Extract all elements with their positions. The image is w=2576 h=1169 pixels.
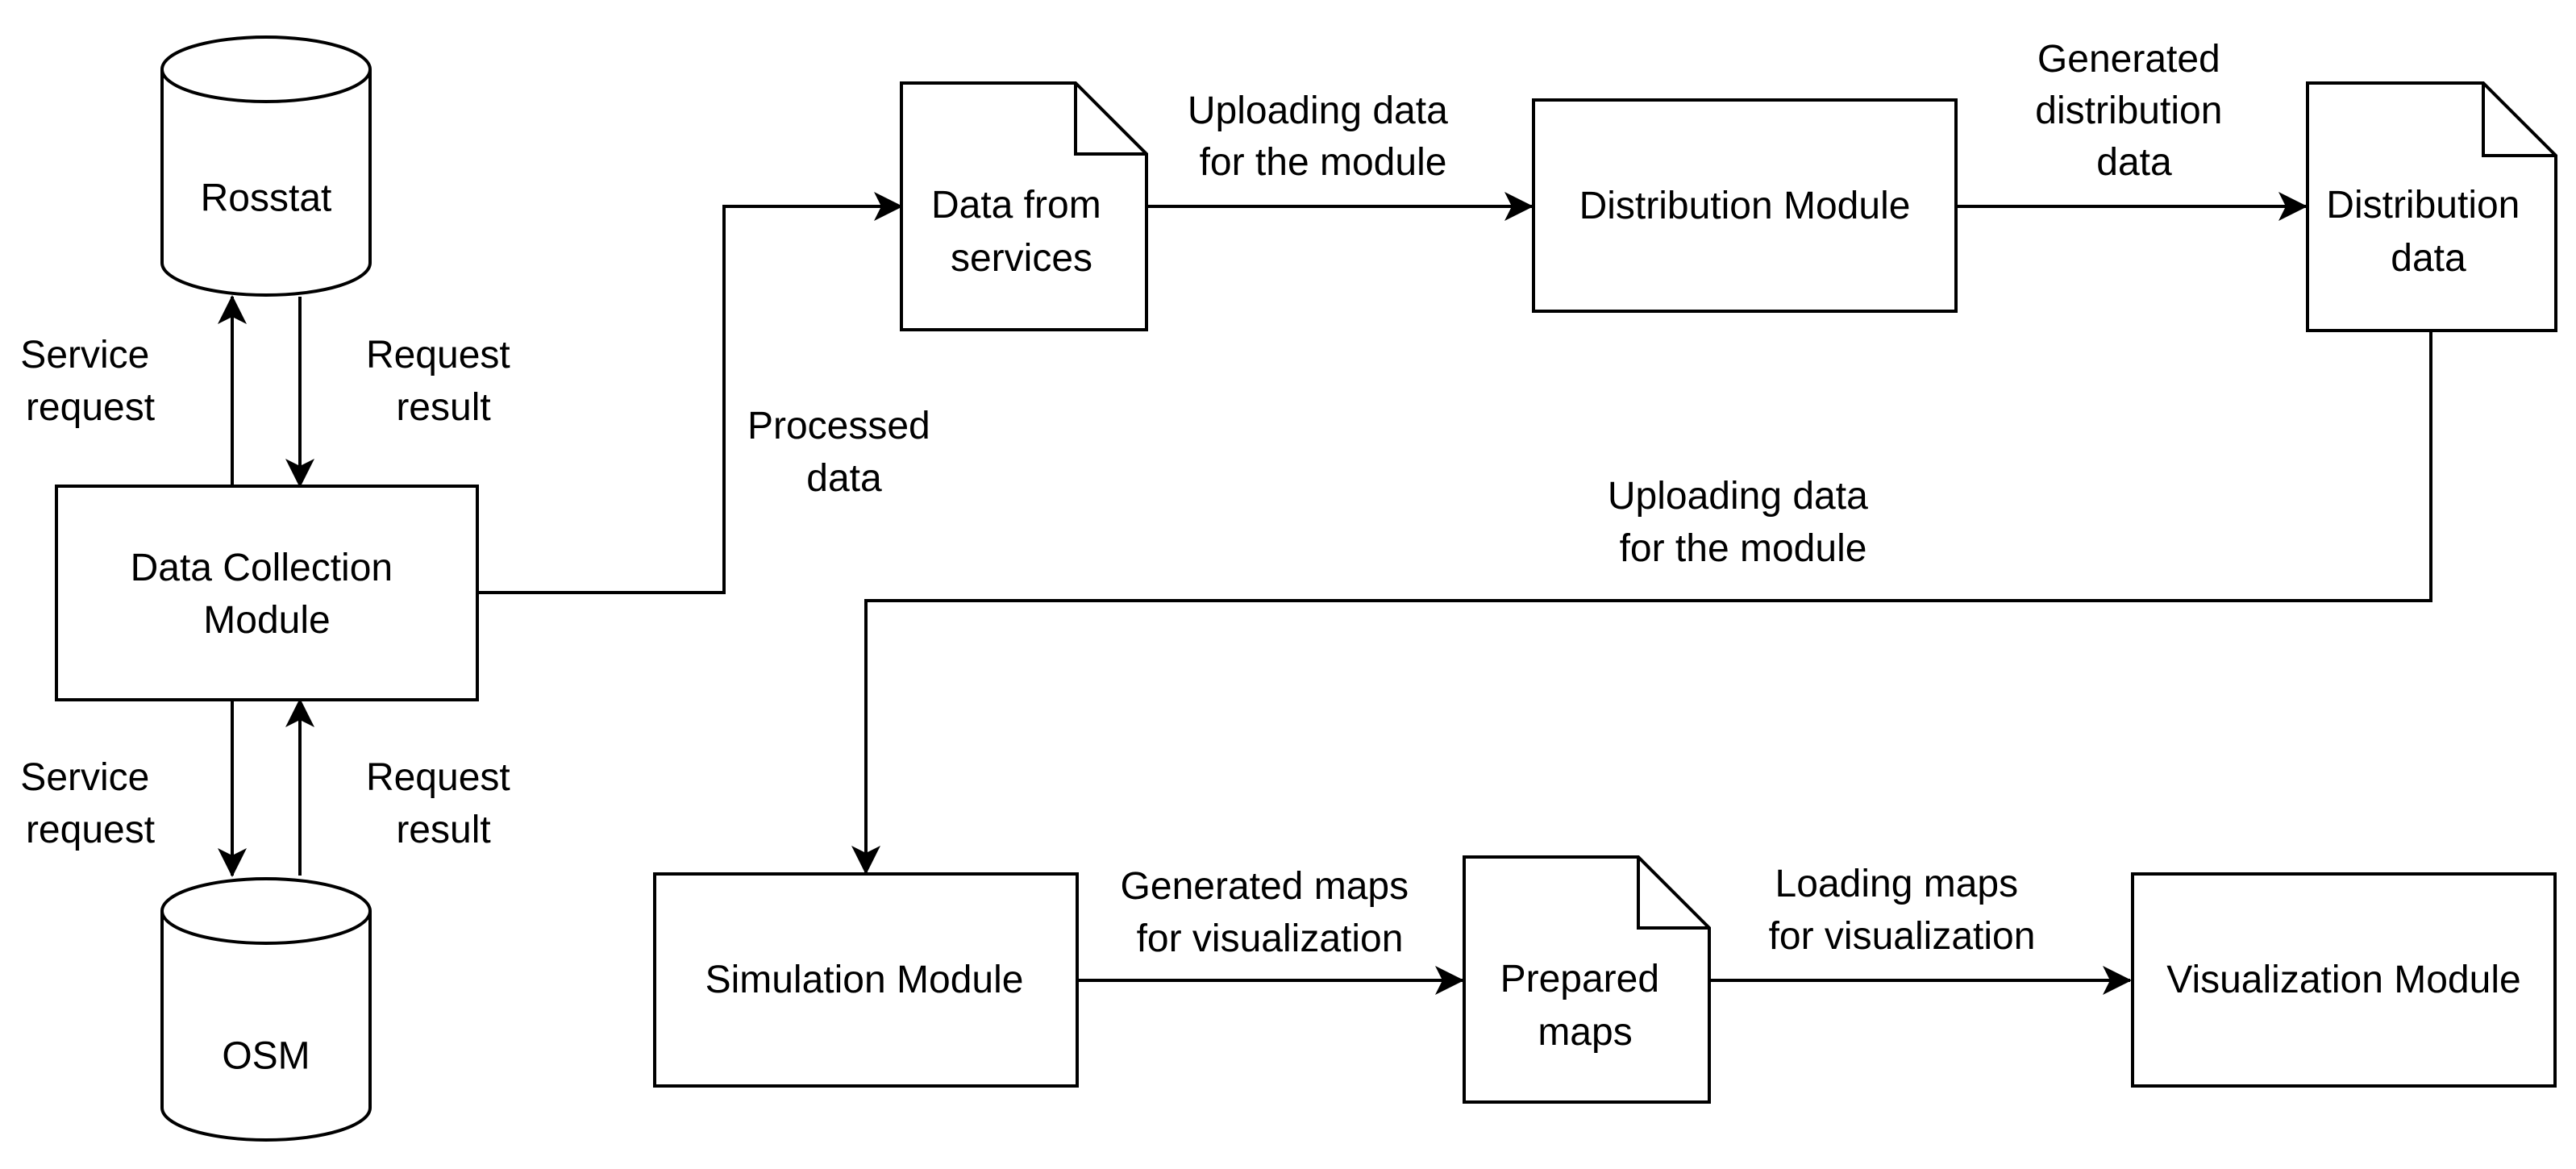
generated-distribution-line-3: data: [2096, 141, 2172, 184]
edge-labels: Service request Request result Service r…: [20, 38, 2233, 960]
visualization-module-label: Visualization Module: [2166, 959, 2520, 1001]
svg-text:Uploading data for the m: Uploading data for the module: [1608, 475, 1879, 570]
svg-text:Uploading data for the m: Uploading data for the module: [1188, 89, 1459, 184]
arrow-uploading-data-simulation: [851, 331, 2432, 875]
request-result-top-line-2: result: [396, 386, 490, 429]
prepared-maps-label-line-2: maps: [1538, 1011, 1632, 1054]
processed-data-line-2: data: [806, 457, 882, 500]
svg-text:Prepared maps: Prepared maps: [1500, 958, 1671, 1054]
rosstat-label: Rosstat: [201, 177, 332, 220]
uploading-data-top-line-2: for the module: [1200, 141, 1447, 184]
distribution-data-document-node: Distribution data: [2306, 81, 2557, 332]
osm-label: OSM: [222, 1035, 310, 1078]
svg-text:Generated distribution: Generated distribution data: [2035, 38, 2233, 184]
arrow-processed-data: [477, 192, 903, 594]
rosstat-database-node: Rosstat: [160, 35, 372, 297]
svg-text:Data from services: Data from services: [931, 184, 1112, 280]
loading-maps-line-2: for visualization: [1769, 915, 2036, 958]
uploading-data-middle-line-1: Uploading data: [1608, 475, 1868, 518]
generated-maps-line-2: for visualization: [1137, 917, 1404, 960]
request-result-top-line-1: Request: [366, 334, 510, 376]
request-result-bottom-line-1: Request: [366, 756, 510, 799]
data-collection-module-node: Data Collection Module: [55, 485, 479, 701]
data-from-services-label-line-2: services: [951, 237, 1092, 280]
prepared-maps-document-node: Prepared maps: [1463, 855, 1711, 1104]
svg-text:Distribution data: Distribution data: [2326, 184, 2530, 280]
service-request-top-line-2: request: [26, 386, 155, 429]
visualization-module-node: Visualization Module: [2131, 872, 2557, 1088]
data-collection-label-line-2: Module: [203, 599, 330, 642]
svg-text:Generated maps for visua: Generated maps for visualization: [1121, 865, 1420, 960]
data-collection-label-line-1: Data Collection: [131, 547, 393, 589]
simulation-module-node: Simulation Module: [653, 872, 1079, 1088]
prepared-maps-label-line-1: Prepared: [1500, 958, 1659, 1001]
svg-text:Service request: Service request: [20, 334, 160, 429]
request-result-bottom-line-2: result: [396, 809, 490, 851]
service-request-bottom-line-2: request: [26, 809, 155, 851]
data-from-services-document-node: Data from services: [900, 81, 1148, 331]
distribution-module-label: Distribution Module: [1579, 185, 1911, 227]
osm-database-node: OSM: [160, 877, 372, 1142]
svg-text:Request result: Request result: [366, 334, 521, 429]
svg-text:Request result: Request result: [366, 756, 521, 851]
uploading-data-middle-line-2: for the module: [1620, 527, 1867, 570]
generated-distribution-line-1: Generated: [2037, 38, 2220, 81]
generated-maps-line-1: Generated maps: [1121, 865, 1409, 908]
data-from-services-label-line-1: Data from: [931, 184, 1101, 227]
svg-text:Data Collection Module: Data Collection Module: [131, 547, 404, 642]
loading-maps-line-1: Loading maps: [1775, 863, 2019, 905]
distribution-module-node: Distribution Module: [1532, 98, 1958, 313]
svg-text:Loading maps for visuali: Loading maps for visualization: [1769, 863, 2036, 958]
simulation-module-label: Simulation Module: [705, 959, 1024, 1001]
service-request-bottom-line-1: Service: [20, 756, 149, 799]
distribution-data-label-line-2: data: [2391, 237, 2466, 280]
processed-data-line-1: Processed: [747, 405, 930, 447]
uploading-data-top-line-1: Uploading data: [1188, 89, 1448, 132]
svg-text:Processed data: Processed data: [747, 405, 941, 500]
edges: [218, 192, 2432, 995]
generated-distribution-line-2: distribution: [2035, 89, 2222, 132]
distribution-data-label-line-1: Distribution: [2326, 184, 2520, 227]
service-request-top-line-1: Service: [20, 334, 149, 376]
svg-text:Service request: Service request: [20, 756, 160, 851]
